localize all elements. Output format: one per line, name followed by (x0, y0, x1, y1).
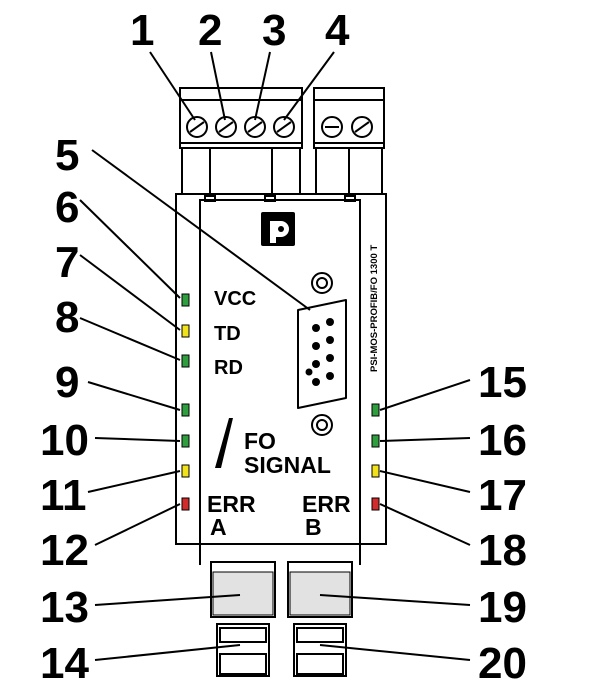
dsub-9-connector-icon (297, 272, 347, 436)
fo-signal-a-led-2 (181, 434, 190, 448)
callout-7: 7 (55, 238, 79, 287)
callout-3: 3 (262, 6, 286, 55)
fo-signal-b-led-2 (371, 434, 380, 448)
callout-16: 16 (478, 416, 527, 465)
callout-14: 14 (40, 639, 89, 688)
screw-terminal-1 (186, 116, 208, 138)
callout-6: 6 (55, 183, 79, 232)
callout-2: 2 (198, 6, 222, 55)
callout-19: 19 (478, 583, 527, 632)
housing (175, 193, 387, 565)
err-a-channel: A (210, 514, 227, 540)
vcc-label: VCC (214, 288, 256, 310)
screw-terminal-2 (215, 116, 237, 138)
callout-9: 9 (55, 358, 79, 407)
rd-led (181, 354, 190, 368)
fo-label: FO (244, 428, 276, 454)
signal-wedge-icon (215, 418, 233, 468)
terminal-block-right (313, 87, 385, 195)
fo-port-b (287, 561, 353, 677)
err-b-label: ERR (302, 491, 351, 517)
fo-signal-a-led-1 (181, 403, 190, 417)
callout-1: 1 (130, 6, 154, 55)
led-group (181, 293, 380, 511)
callout-8: 8 (55, 293, 79, 342)
screw-terminal-4 (273, 116, 295, 138)
terminal-block-left (179, 87, 303, 195)
leader-lines (79, 51, 471, 661)
callout-20: 20 (478, 639, 527, 688)
err-a-led (181, 497, 190, 511)
err-b-led (371, 497, 380, 511)
vcc-led (181, 293, 190, 307)
signal-label: SIGNAL (244, 452, 331, 478)
err-a-label: ERR (207, 491, 256, 517)
fo-port-a (210, 561, 276, 677)
screw-terminal-6 (351, 116, 373, 138)
callout-17: 17 (478, 471, 527, 520)
td-label: TD (214, 323, 241, 345)
fo-signal-b-led-1 (371, 403, 380, 417)
callout-11: 11 (40, 471, 87, 520)
callout-10: 10 (40, 416, 89, 465)
callout-4: 4 (325, 6, 350, 55)
callout-12: 12 (40, 526, 89, 575)
callout-15: 15 (478, 358, 527, 407)
err-b-channel: B (305, 514, 322, 540)
callout-5: 5 (55, 131, 79, 180)
model-label: PSI-MOS-PROFIB/FO 1300 T (369, 245, 380, 372)
rd-label: RD (214, 357, 243, 379)
phoenix-contact-logo-icon (261, 212, 295, 246)
td-led (181, 324, 190, 338)
screw-terminal-5 (321, 116, 343, 138)
callout-13: 13 (40, 583, 89, 632)
fo-signal-b-led-3 (371, 464, 380, 478)
callout-18: 18 (478, 526, 527, 575)
fo-signal-a-led-3 (181, 464, 190, 478)
